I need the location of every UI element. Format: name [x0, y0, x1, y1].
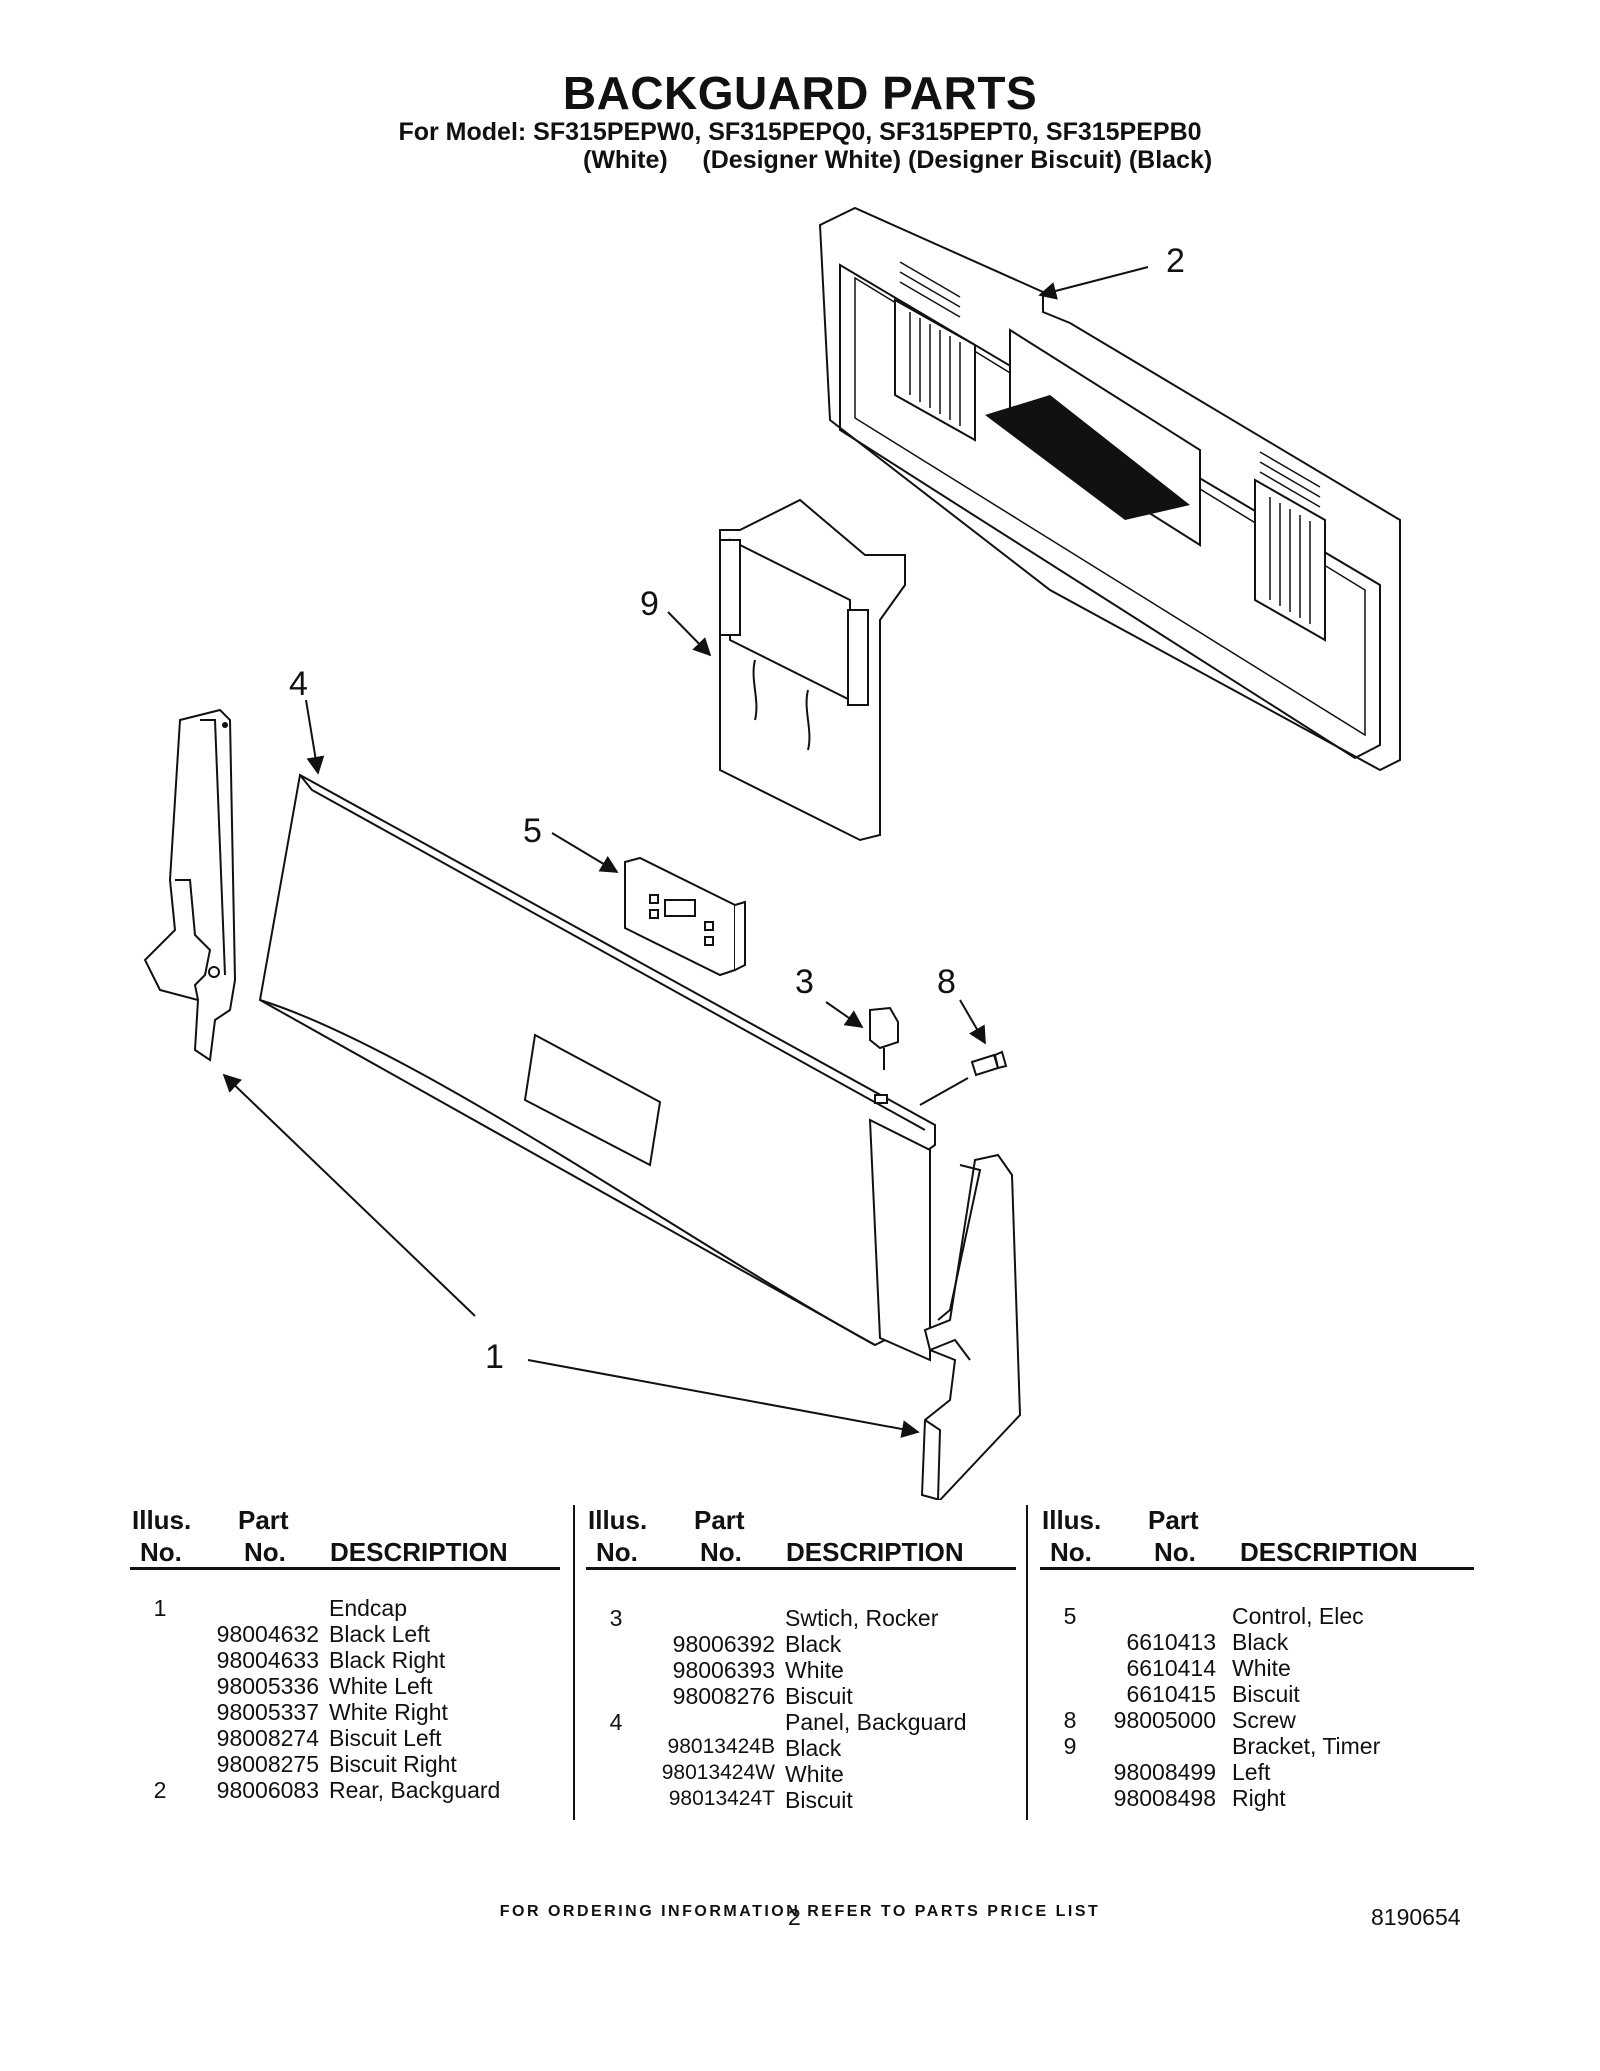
part-header-top: Part: [238, 1505, 289, 1535]
part-number: 98005337: [216, 1699, 319, 1725]
part-number: 98004632: [216, 1621, 319, 1647]
callout-1: 1: [485, 1338, 504, 1376]
part-description: White: [1232, 1655, 1291, 1681]
callout-4: 4: [289, 665, 308, 703]
part-number: 98013424B: [667, 1735, 775, 1758]
illus-header-top: Illus.: [1042, 1505, 1102, 1535]
column-divider: [1026, 1505, 1028, 1820]
part-header-bottom: No.: [1154, 1537, 1196, 1567]
table-header: Illus. No. Part No. DESCRIPTION: [586, 1505, 1016, 1570]
part-number: 98005336: [216, 1673, 319, 1699]
document-number: 8190654: [1371, 1904, 1461, 1930]
parts-column-2: Illus. No. Part No. DESCRIPTION 3 Swtich,…: [586, 1505, 1016, 1813]
part-description: Endcap: [329, 1595, 408, 1621]
part-description: Biscuit Left: [329, 1725, 442, 1751]
part-description: Black: [785, 1631, 842, 1657]
part-description: Control, Elec: [1232, 1603, 1364, 1629]
column-divider: [573, 1505, 575, 1820]
part-number: 98006083: [216, 1777, 319, 1803]
illus-header-bottom: No.: [140, 1537, 182, 1567]
part-description: Biscuit: [785, 1787, 853, 1813]
part-header-top: Part: [1148, 1505, 1199, 1535]
part-number: 98008499: [1113, 1759, 1216, 1785]
page-number: 2: [788, 1904, 801, 1930]
part-description: Biscuit: [785, 1683, 853, 1709]
part-description: Black: [785, 1735, 842, 1761]
color-line: (White) (Designer White) (Designer Biscu…: [583, 146, 1213, 174]
part-description: Black Right: [329, 1647, 446, 1673]
description-header: DESCRIPTION: [1240, 1537, 1418, 1567]
part-description: Biscuit: [1232, 1681, 1300, 1707]
illus-number: 8: [1063, 1707, 1077, 1733]
part-description: White: [785, 1657, 844, 1683]
part-description: Panel, Backguard: [785, 1709, 967, 1735]
page-title: BACKGUARD PARTS: [562, 67, 1038, 119]
parts-column-3: Illus. No. Part No. DESCRIPTION 5 Control…: [1040, 1505, 1474, 1811]
illus-number: 2: [153, 1777, 167, 1803]
part-number: 98005000: [1113, 1707, 1216, 1733]
part-number: 98013424W: [661, 1761, 775, 1784]
backguard-panel-part: [258, 773, 936, 1362]
illus-number: 9: [1063, 1733, 1077, 1759]
part-description: Bracket, Timer: [1232, 1733, 1381, 1759]
table-header: Illus. No. Part No. DESCRIPTION: [130, 1505, 560, 1570]
part-number: 98008276: [672, 1683, 775, 1709]
timer-bracket-part: [719, 498, 906, 842]
part-header-bottom: No.: [700, 1537, 742, 1567]
part-header-top: Part: [694, 1505, 745, 1535]
left-endcap-part: [143, 708, 237, 1062]
right-endcap-part: [920, 1153, 1022, 1500]
part-description: Left: [1232, 1759, 1271, 1785]
part-description: Rear, Backguard: [329, 1777, 501, 1803]
part-number: 6610413: [1126, 1629, 1216, 1655]
part-number: 6610414: [1126, 1655, 1216, 1681]
part-number: 98004633: [216, 1647, 319, 1673]
electronic-control-part: [624, 856, 746, 977]
callout-2: 2: [1166, 242, 1185, 280]
part-description: Black: [1232, 1629, 1289, 1655]
part-number: 98006393: [672, 1657, 775, 1683]
part-number: 98008498: [1113, 1785, 1216, 1811]
part-description: Biscuit Right: [329, 1751, 457, 1777]
part-description: Right: [1232, 1785, 1286, 1811]
callout-9: 9: [640, 585, 659, 623]
callout-5: 5: [523, 812, 542, 850]
illus-number: 5: [1063, 1603, 1077, 1629]
screw-part: [970, 1050, 1008, 1077]
part-description: White: [785, 1761, 844, 1787]
part-description: Swtich, Rocker: [785, 1605, 939, 1631]
illus-header-top: Illus.: [588, 1505, 648, 1535]
part-number: 6610415: [1126, 1681, 1216, 1707]
part-header-bottom: No.: [244, 1537, 286, 1567]
rear-backguard-part: [818, 206, 1401, 772]
illus-header-bottom: No.: [596, 1537, 638, 1567]
exploded-parts-diagram: 2 9 4 5 3 8 1: [143, 206, 1401, 1500]
part-number: 98008274: [216, 1725, 319, 1751]
ordering-note: FOR ORDERING INFORMATION REFER TO PARTS …: [499, 1903, 1101, 1920]
part-number: 98013424T: [668, 1787, 775, 1810]
description-header: DESCRIPTION: [330, 1537, 508, 1567]
part-description: White Left: [329, 1673, 433, 1699]
description-header: DESCRIPTION: [786, 1537, 964, 1567]
part-description: White Right: [329, 1699, 448, 1725]
model-line: For Model: SF315PEPW0, SF315PEPQ0, SF315…: [398, 118, 1202, 146]
rocker-switch-part: [869, 1006, 899, 1070]
callout-8: 8: [937, 963, 956, 1001]
part-number: 98006392: [672, 1631, 775, 1657]
table-header: Illus. No. Part No. DESCRIPTION: [1040, 1505, 1474, 1570]
illus-header-bottom: No.: [1050, 1537, 1092, 1567]
illus-number: 4: [609, 1709, 623, 1735]
illus-header-top: Illus.: [132, 1505, 192, 1535]
part-description: Screw: [1232, 1707, 1296, 1733]
part-description: Black Left: [329, 1621, 430, 1647]
illus-number: 1: [153, 1595, 167, 1621]
part-number: 98008275: [216, 1751, 319, 1777]
illus-number: 3: [609, 1605, 623, 1631]
callout-3: 3: [795, 963, 814, 1001]
